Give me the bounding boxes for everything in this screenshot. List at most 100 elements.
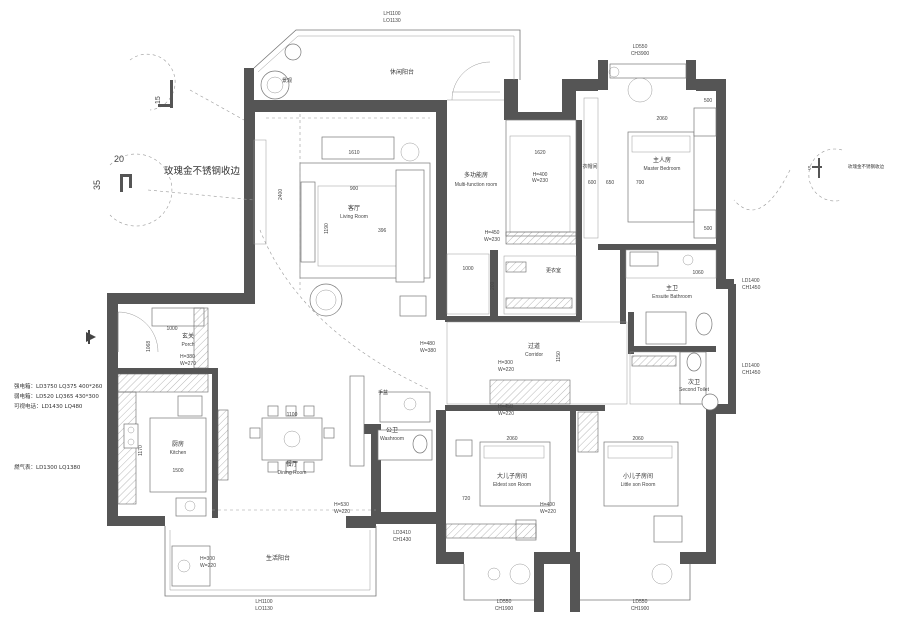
corridor-en-label: Corridor (525, 352, 543, 358)
dim-396: 396 (378, 228, 387, 234)
kitchen-label: 厨房 (172, 440, 184, 448)
entrance-bar-icon (88, 330, 90, 344)
dim-600: 600 (588, 180, 597, 186)
master-bedroom: 主人房 Master Bedroom 2060 500 500 650 700 … (588, 63, 717, 239)
bottom-lo: LO1130 (255, 606, 273, 612)
hw-h380: H=380 (180, 354, 195, 360)
leisure-balcony-label: 休闲阳台 (390, 68, 414, 76)
note-gas-meter: 燃气表：LD1300 LQ1380 (14, 463, 81, 471)
walk-in-closet: 更衣室 衣帽间 (503, 97, 599, 315)
hw-w220d: W=220 (334, 509, 350, 515)
bottom-left-ch: CH1900 (495, 606, 514, 612)
edge-note-small: 玫瑰金不锈钢收边 (848, 163, 884, 170)
hw-h480: H=480 (420, 341, 435, 347)
dim-2060: 2060 (656, 116, 667, 122)
eldest-en-label: Eldest son Room (493, 482, 531, 488)
dim-1190: 1190 (324, 223, 330, 234)
top-lo: LO1130 (383, 18, 401, 24)
dim-650: 650 (606, 180, 615, 186)
service-balcony: 生活阳台 H=300 W=220 (164, 526, 691, 601)
dim-2400: 2400 (278, 189, 284, 200)
little-son-room: 小儿子房间 Little son Room 2060 (577, 411, 683, 585)
porch: 玄关 Porch 1000 H=380 W=270 1068 (86, 307, 209, 369)
little-en-label: Little son Room (621, 482, 656, 488)
dim-1060: 1060 (692, 270, 703, 276)
hw-h400b: H=400 (540, 502, 555, 508)
note-intercom: 可视电话：LD1430 LQ480 (14, 402, 83, 410)
hw-h450b: H=450 (498, 404, 513, 410)
detail-callout-3: 5 玫瑰金不锈钢收边 (733, 148, 884, 211)
hw-h300: H=300 (498, 360, 513, 366)
dining-en-label: Dining Room (278, 470, 307, 476)
dim-200: 200 (490, 281, 496, 290)
dim-900: 900 (350, 186, 359, 192)
service-balcony-label: 生活阳台 (266, 554, 290, 562)
detail-dim-5: 5 (808, 166, 811, 172)
basin-label: 手盆 (378, 389, 388, 396)
washroom: 公卫 Washroom 手盆 H=530 W=220 (334, 389, 433, 515)
hw-w220c: W=220 (540, 509, 556, 515)
washroom-label: 公卫 (386, 427, 398, 434)
detail-dim-35: 35 (92, 180, 102, 190)
ensuite-label: 主卫 (666, 284, 678, 292)
right-top-ch: CH3900 (631, 51, 650, 57)
ensuite-bathroom: 主卫 Ensuite Bathroom 1060 (625, 249, 717, 345)
hw-w220e: W=220 (200, 563, 216, 569)
right-ch-2: CH1450 (742, 370, 761, 376)
dim-1000: 1000 (462, 266, 473, 272)
mid-ch: CH1430 (393, 537, 412, 543)
dim-1000b: 1000 (166, 326, 177, 332)
lantern-label: 景观 (282, 77, 292, 84)
hw-h300b: H=300 (200, 556, 215, 562)
right-ld-2: LD1400 (742, 363, 760, 369)
hw-h400: H=400 (533, 172, 548, 178)
dim-700: 700 (636, 180, 645, 186)
bottom-right-ld: LD550 (633, 599, 648, 605)
little-label: 小儿子房间 (623, 472, 653, 480)
eldest-son-room: 大儿子房间 Eldest son Room 2060 720 H=400 W=2… (445, 436, 556, 585)
hw-w230: W=230 (532, 178, 548, 184)
hw-h450: H=450 (485, 230, 500, 236)
dining-room: 餐厅 Dining Room 1100 (212, 375, 376, 511)
hw-w220b: W=220 (498, 411, 514, 417)
edge-note: 玫瑰金不锈钢收边 (164, 165, 241, 177)
leisure-balcony: 休闲阳台 景观 (253, 29, 521, 101)
second-toilet-label: 次卫 (688, 378, 700, 386)
living-room: 客厅 Living Room 1610 900 1190 396 2400 (253, 114, 431, 391)
corridor-label: 过道 (528, 342, 540, 350)
multi-room-en-label: Multi-function room (455, 182, 498, 188)
detail-dim-20: 20 (114, 154, 124, 164)
hw-w380: W=380 (420, 348, 436, 354)
hw-w230b: W=230 (484, 237, 500, 243)
porch-en-label: Porch (181, 342, 194, 348)
cloak-label: 衣帽间 (582, 163, 597, 170)
entrance-arrow-icon (86, 332, 96, 342)
dim-1610: 1610 (348, 150, 359, 156)
dim-500b: 500 (704, 226, 713, 232)
multi-function-room: 多功能房 Multi-function room 1620 H=400 W=23… (446, 119, 577, 315)
dining-label: 餐厅 (286, 460, 298, 468)
bottom-left-ld: LD550 (497, 599, 512, 605)
top-lh: LH1100 (383, 11, 400, 17)
detail-callout-2: 20 35 玫瑰金不锈钢收边 (92, 153, 255, 227)
dim-2060c: 2060 (632, 436, 643, 442)
ensuite-en-label: Ensuite Bathroom (652, 294, 692, 300)
right-ch-1: CH1450 (742, 285, 761, 291)
multi-room-label: 多功能房 (464, 171, 488, 179)
bottom-lh: LH1100 (255, 599, 272, 605)
dim-2060b: 2060 (506, 436, 517, 442)
hw-h530: H=530 (334, 502, 349, 508)
master-bedroom-label: 主人房 (653, 156, 671, 164)
dim-1620: 1620 (534, 150, 545, 156)
hw-w270: W=270 (180, 361, 196, 367)
dim-1068: 1068 (146, 341, 152, 352)
annotations: LH1100 LO1130 LH1100 LO1130 LD550 CH3900… (14, 11, 761, 612)
eldest-label: 大儿子房间 (497, 472, 527, 480)
detail-callout-1: 15 (129, 53, 245, 121)
right-ld-1: LD1400 (742, 278, 760, 284)
note-weak-box: 弱电箱：LD520 LQ365 430*300 (14, 392, 99, 400)
washroom-en-label: Washroom (380, 436, 404, 442)
dim-720: 720 (462, 496, 471, 502)
second-toilet-en-label: Second Toilet (679, 387, 710, 393)
